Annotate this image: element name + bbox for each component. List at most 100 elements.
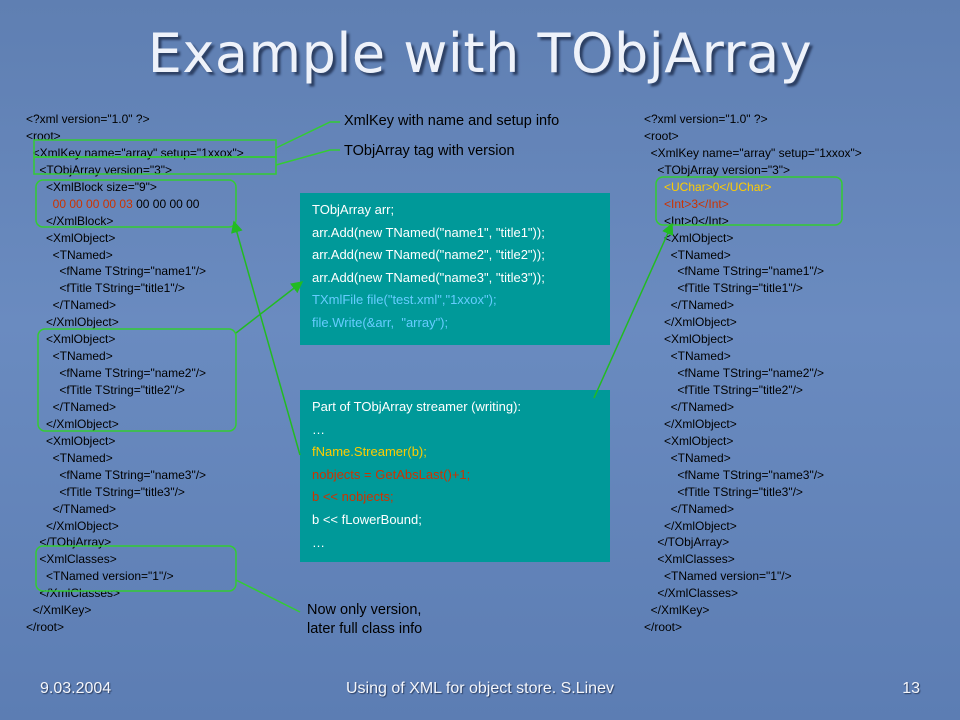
right-xml-line-text: </XmlClasses> xyxy=(644,586,739,601)
left-xml-line-text: </XmlClasses> xyxy=(26,586,121,601)
arrow-to-right-values xyxy=(593,222,674,399)
left-xml-line: 00 00 00 00 03 00 00 00 00 xyxy=(26,196,244,213)
connector-version xyxy=(235,579,301,613)
streamer-line: … xyxy=(312,532,598,555)
left-xml-line-text: <?xml version="1.0" ?> xyxy=(26,112,150,126)
code-line: file.Write(&arr, "array"); xyxy=(312,312,598,335)
streamer-line: Part of TObjArray streamer (writing): xyxy=(312,396,598,419)
left-xml-line-text: </TNamed> xyxy=(26,399,117,414)
highlight-tobjarray xyxy=(33,156,277,175)
right-xml-line-text: <Int>0</Int> xyxy=(644,213,729,228)
right-xml-line: <fName TString="name3"/> xyxy=(644,467,862,484)
left-xml-line: </XmlObject> xyxy=(26,416,244,433)
right-xml-line: <fTitle TString="title2"/> xyxy=(644,382,862,399)
right-xml-line-text: <XmlObject> xyxy=(644,230,734,245)
right-xml-line: <Int>3</Int> xyxy=(644,196,862,213)
right-xml-line-text: <XmlKey name="array" setup="1xxox"> xyxy=(644,145,862,160)
highlight-xmlkey xyxy=(33,139,277,158)
streamer-line-text: Part of TObjArray streamer (writing): xyxy=(312,399,522,414)
left-xml-line-text: </XmlObject> xyxy=(26,416,119,431)
note-xmlkey: XmlKey with name and setup info xyxy=(344,113,560,129)
left-xml-line: <fTitle TString="title3"/> xyxy=(26,484,244,501)
note-version-line1: Now only version, xyxy=(307,602,422,618)
code-line: TObjArray arr; xyxy=(312,199,598,222)
right-xml-line-text: <TNamed> xyxy=(644,247,731,262)
left-xml-line: <fTitle TString="title2"/> xyxy=(26,382,244,399)
right-xml-line-text: <fName TString="name3"/> xyxy=(644,467,825,482)
right-xml-line-text: </XmlKey> xyxy=(644,603,710,618)
right-xml-listing: <?xml version="1.0" ?><root> <XmlKey nam… xyxy=(644,111,862,636)
streamer-line: b << nobjects; xyxy=(312,486,598,509)
right-xml-line: </root> xyxy=(644,619,862,636)
right-xml-line-text: <fTitle TString="title2"/> xyxy=(644,383,803,397)
right-xml-line-text: <Int>3</Int> xyxy=(644,196,729,211)
left-xml-line-text: <fName TString="name2"/> xyxy=(26,366,207,381)
left-xml-line-text: <TNamed version="1"/> xyxy=(26,569,174,584)
right-xml-line: </TObjArray> xyxy=(644,534,862,551)
right-xml-line: <TNamed version="1"/> xyxy=(644,568,862,585)
right-xml-line-text: </TObjArray> xyxy=(644,535,730,550)
highlight-xmlclasses xyxy=(35,545,237,592)
right-xml-line-text: <XmlObject> xyxy=(644,332,734,347)
streamer-line: nobjects = GetAbsLast()+1; xyxy=(312,464,598,487)
left-xml-line: </XmlObject> xyxy=(26,518,244,535)
right-xml-line-text: </TNamed> xyxy=(644,501,735,516)
left-xml-line-text: 00 00 00 00 03 xyxy=(26,196,133,211)
left-xml-line: <TNamed version="1"/> xyxy=(26,568,244,585)
right-xml-line: <XmlObject> xyxy=(644,230,862,247)
streamer-line: … xyxy=(312,419,598,442)
left-xml-line-text: <fTitle TString="title2"/> xyxy=(26,383,185,397)
left-xml-line-text: <XmlClasses> xyxy=(26,552,117,567)
streamer-line-text: fName.Streamer(b); xyxy=(312,444,427,460)
left-xml-line-text: </TNamed> xyxy=(26,501,117,516)
code-line-text: arr.Add(new TNamed("name3", "title3")); xyxy=(312,269,545,285)
left-xml-line-text: </XmlBlock> xyxy=(26,213,114,228)
footer-page-number: 13 xyxy=(902,680,920,697)
right-xml-line: </XmlObject> xyxy=(644,314,862,331)
highlight-xmlblock xyxy=(35,179,237,228)
note-version-line2: later full class info xyxy=(307,621,423,637)
right-xml-line-text: </XmlObject> xyxy=(644,518,737,533)
left-xml-line-text: <XmlObject> xyxy=(26,433,116,448)
code-example-box: TObjArray arr; arr.Add(new TNamed("name1"… xyxy=(300,193,610,345)
left-xml-line: <TNamed> xyxy=(26,450,244,467)
left-xml-line: <TNamed> xyxy=(26,348,244,365)
right-xml-line: <fTitle TString="title3"/> xyxy=(644,484,862,501)
highlight-xmlobject2 xyxy=(37,328,237,432)
code-line-text: arr.Add(new TNamed("name1", "title1")); xyxy=(312,224,545,240)
left-xml-line-text: <TNamed> xyxy=(26,349,113,364)
right-xml-line: </XmlObject> xyxy=(644,518,862,535)
right-xml-line-text: </TNamed> xyxy=(644,399,735,414)
right-xml-line: <Int>0</Int> xyxy=(644,213,862,230)
right-xml-line-text: <TNamed version="1"/> xyxy=(644,569,792,584)
left-xml-line-text: <XmlBlock size="9"> xyxy=(26,179,157,194)
left-xml-line: </XmlKey> xyxy=(26,602,244,619)
streamer-line-text: nobjects = GetAbsLast()+1; xyxy=(312,466,471,482)
left-xml-line-text: </XmlObject> xyxy=(26,315,119,330)
footer-date: 9.03.2004 xyxy=(40,680,112,697)
slide-title: Example with TObjArray xyxy=(147,22,813,85)
right-xml-line: <UChar>0</UChar> xyxy=(644,179,862,196)
left-xml-line: <XmlBlock size="9"> xyxy=(26,179,244,196)
left-xml-line-text: </TNamed> xyxy=(26,298,117,313)
right-xml-line: <fName TString="name1"/> xyxy=(644,263,862,280)
left-xml-line: <?xml version="1.0" ?> xyxy=(26,111,244,128)
streamer-line: b << fLowerBound; xyxy=(312,509,598,532)
right-xml-line-text: <fName TString="name1"/> xyxy=(644,264,825,279)
left-xml-line: </TNamed> xyxy=(26,501,244,518)
code-line: TXmlFile file("test.xml","1xxox"); xyxy=(312,289,598,312)
right-xml-line-text: </root> xyxy=(644,620,683,635)
left-xml-line-text: <XmlObject> xyxy=(26,230,116,245)
right-xml-line: </TNamed> xyxy=(644,501,862,518)
code-line-text: file.Write(&arr, "array"); xyxy=(312,314,449,330)
right-xml-line-text: <XmlClasses> xyxy=(644,552,735,567)
highlight-right-values xyxy=(655,176,843,226)
left-xml-line: <TNamed> xyxy=(26,247,244,264)
right-xml-line: </XmlObject> xyxy=(644,416,862,433)
right-xml-line: <XmlKey name="array" setup="1xxox"> xyxy=(644,145,862,162)
right-xml-line-text: <fTitle TString="title1"/> xyxy=(644,281,803,296)
right-xml-line-text: <TNamed> xyxy=(644,349,731,364)
left-xml-line-text: <fTitle TString="title3"/> xyxy=(26,484,185,499)
connector-tobjarray xyxy=(275,149,340,166)
